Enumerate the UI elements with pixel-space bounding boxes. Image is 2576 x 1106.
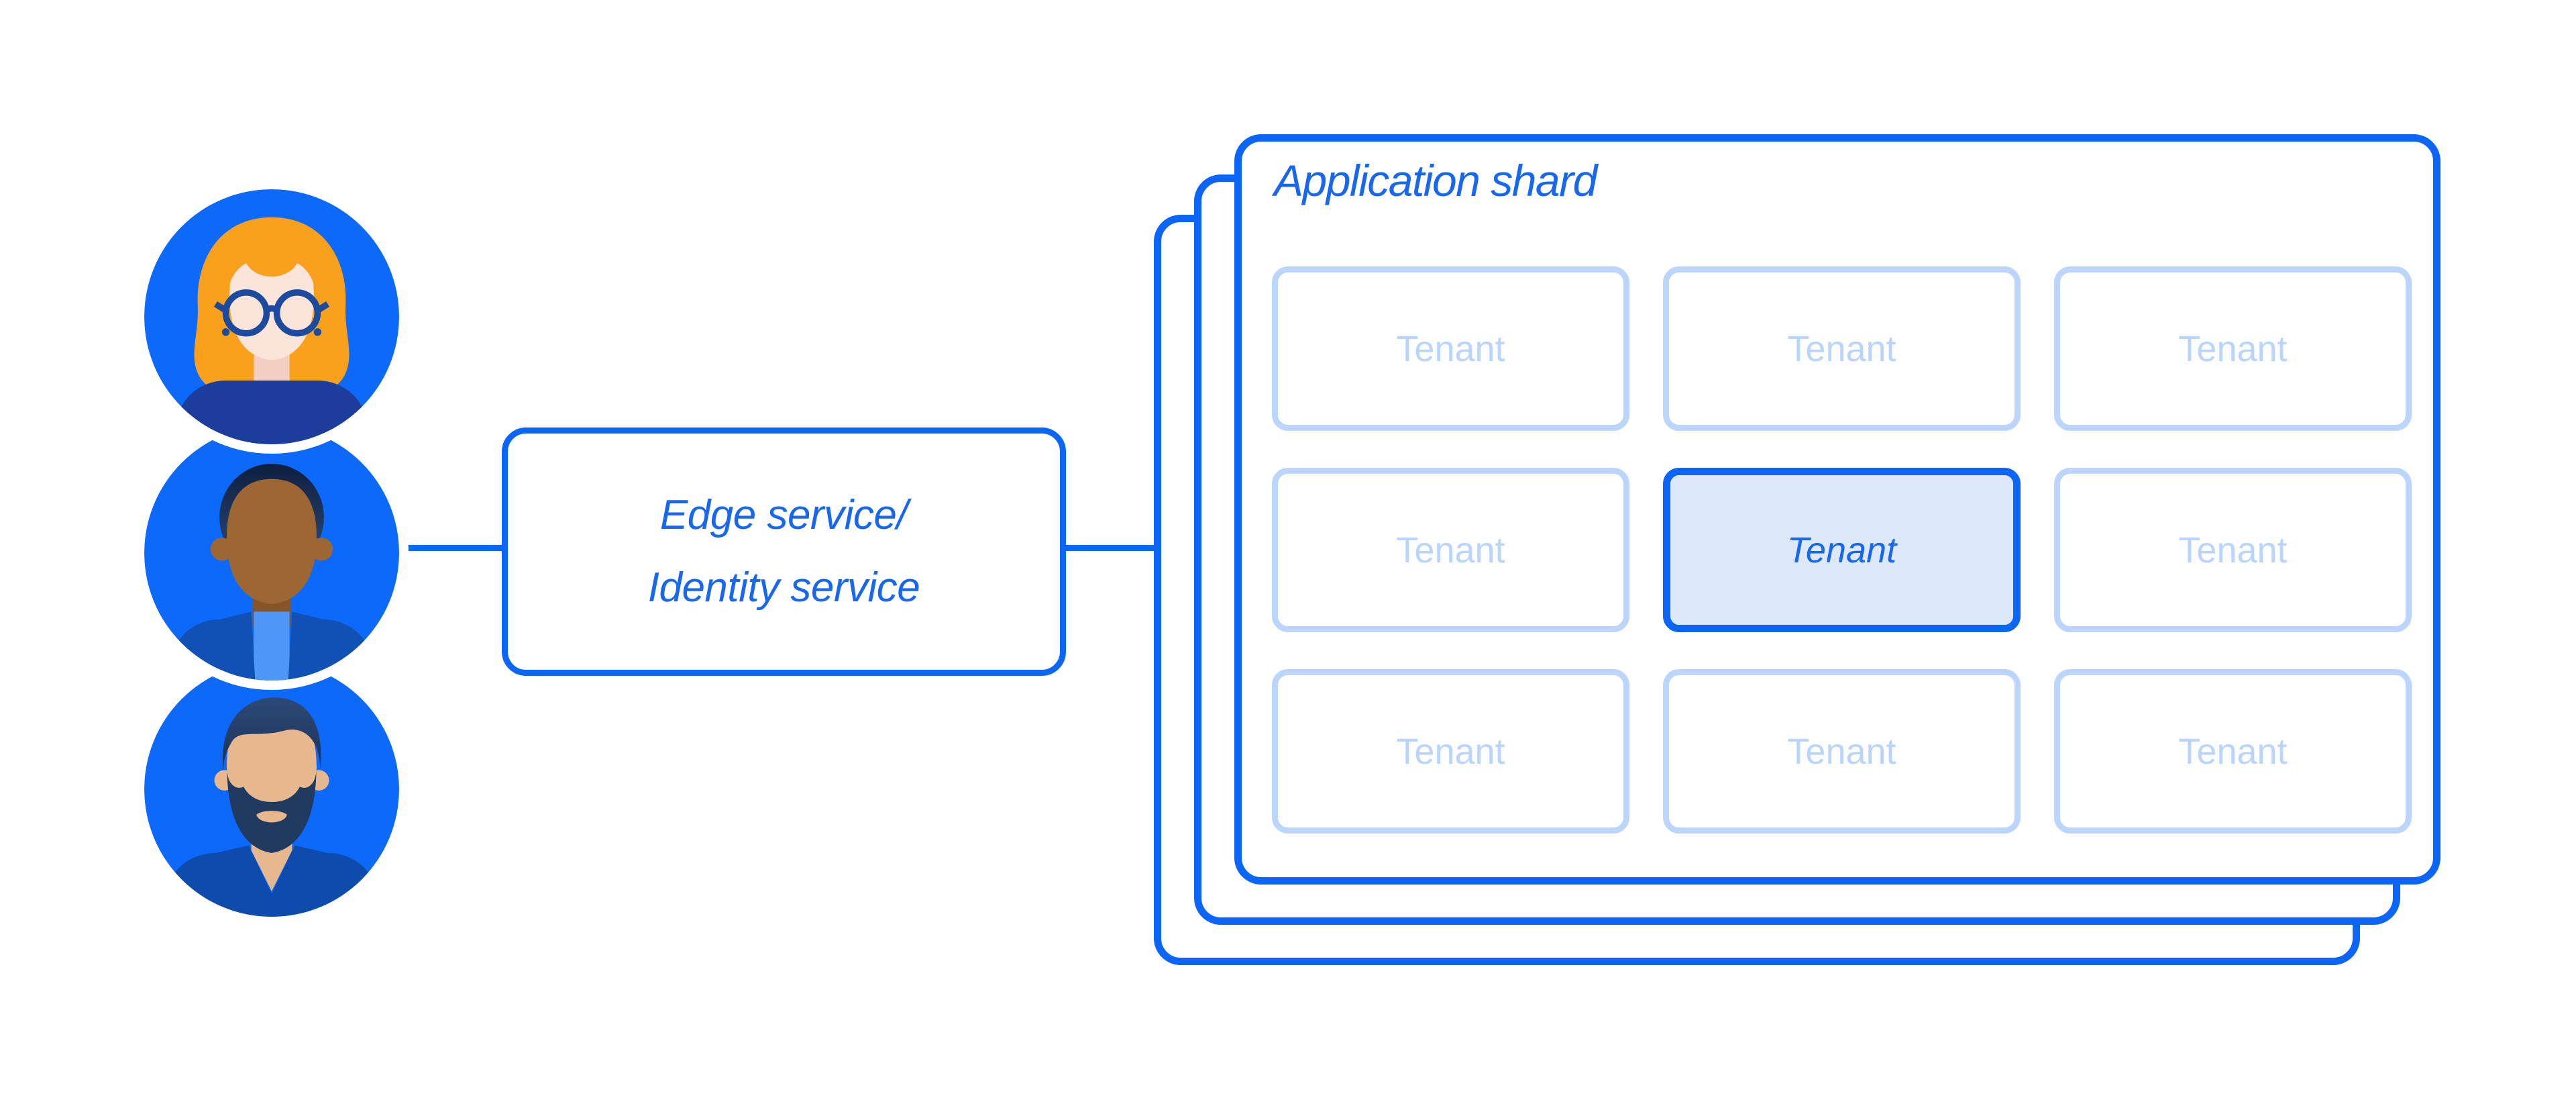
- tenant-box: Tenant: [1272, 266, 1629, 431]
- edge-service-label-line2: Identity service: [647, 564, 920, 611]
- avatar-man: [144, 425, 399, 681]
- tenant-label: Tenant: [1786, 530, 1897, 570]
- tenant-grid: Tenant Tenant Tenant Tenant Tenant Tenan…: [1272, 266, 2412, 834]
- tenant-box: Tenant: [1272, 669, 1629, 834]
- bearded-man-avatar-icon: [144, 662, 399, 917]
- application-shard-title: Application shard: [1274, 156, 1597, 205]
- tenant-box-selected: Tenant: [1663, 468, 2021, 632]
- application-shard-card-front: Application shard Tenant Tenant Tenant T…: [1234, 134, 2440, 885]
- tenant-label: Tenant: [2178, 731, 2288, 772]
- tenant-box: Tenant: [1272, 468, 1629, 632]
- tenant-box: Tenant: [2054, 266, 2412, 431]
- tenant-label: Tenant: [1787, 731, 1896, 772]
- connector-edge-to-shard: [1063, 545, 1161, 551]
- tenant-label: Tenant: [2178, 328, 2288, 369]
- tenant-label: Tenant: [1396, 731, 1505, 772]
- tenant-box: Tenant: [2054, 669, 2412, 834]
- tenant-label: Tenant: [2178, 530, 2288, 570]
- edge-service-label-line1: Edge service/: [659, 491, 908, 538]
- avatar-bearded-man: [144, 662, 399, 917]
- connector-users-to-edge: [401, 545, 504, 551]
- tenant-label: Tenant: [1396, 328, 1505, 369]
- tenant-box: Tenant: [1663, 266, 2021, 431]
- avatar-woman: [144, 189, 399, 444]
- edge-service-label: Edge service/ Identity service: [648, 479, 920, 625]
- tenant-box: Tenant: [2054, 468, 2412, 632]
- man-avatar-icon: [144, 425, 399, 681]
- edge-service-box: Edge service/ Identity service: [502, 428, 1066, 676]
- woman-with-glasses-avatar-icon: [144, 189, 399, 444]
- tenant-label: Tenant: [1787, 328, 1896, 369]
- tenant-label: Tenant: [1396, 530, 1505, 570]
- tenant-box: Tenant: [1663, 669, 2021, 834]
